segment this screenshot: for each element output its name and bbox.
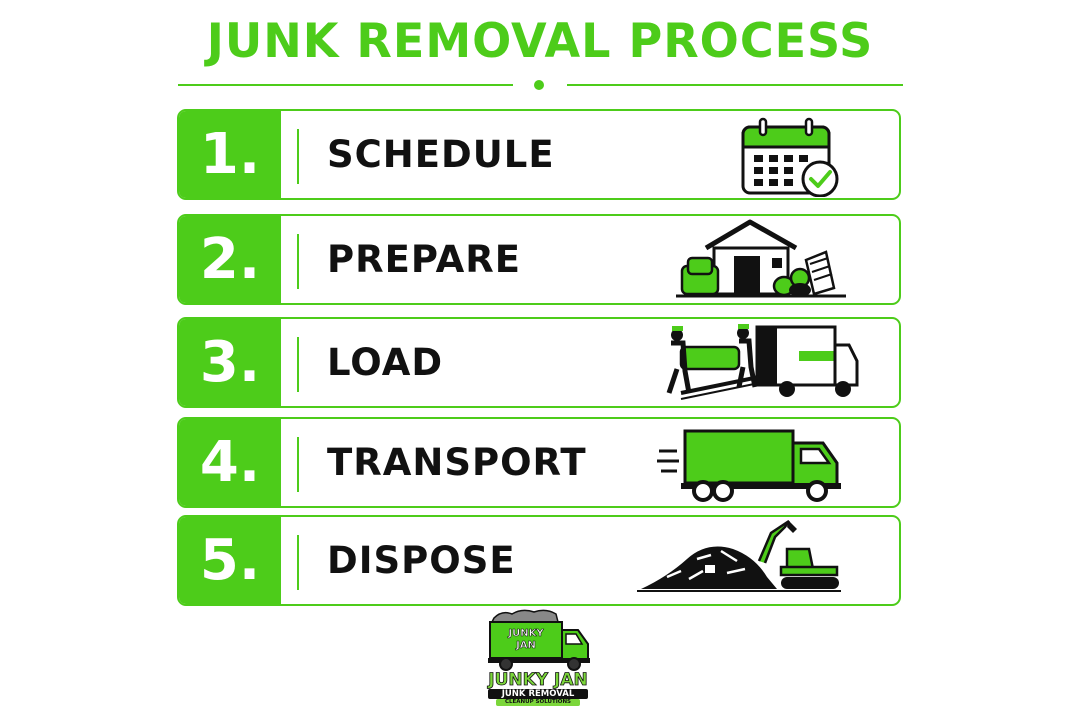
house-with-junk-icon (676, 219, 846, 298)
step-separator (297, 437, 299, 492)
step-number: 2. (179, 216, 281, 303)
brand-logo: JUNKY JAN JUNKY JAN JUNK REMOVAL CLEANUP… (482, 608, 594, 708)
excavator-junk-pile-icon (637, 519, 841, 592)
step-label: LOAD (327, 341, 444, 384)
step-3-card: 3. LOAD (177, 317, 901, 408)
logo-subtagline: CLEANUP SOLUTIONS (496, 699, 580, 706)
step-number: 4. (179, 419, 281, 506)
step-1-card: 1. SCHEDULE (177, 109, 901, 200)
logo-truck-text-line2: JAN (515, 640, 536, 651)
step-4-card: 4. TRANSPORT (177, 417, 901, 508)
step-label: PREPARE (327, 238, 522, 281)
step-label: DISPOSE (327, 539, 516, 582)
step-separator (297, 234, 299, 289)
page-title: JUNK REMOVAL PROCESS (206, 14, 874, 69)
logo-truck-icon: JUNKY JAN (488, 609, 590, 671)
logo-name: JUNKY JAN (488, 670, 588, 690)
movers-loading-truck-icon (666, 324, 859, 400)
step-5-card: 5. DISPOSE (177, 515, 901, 606)
calendar-check-icon (741, 117, 839, 197)
logo-tagline: JUNK REMOVAL (488, 689, 588, 699)
moving-truck-icon (657, 429, 841, 502)
title-divider-dot (534, 80, 544, 90)
logo-truck-text-line1: JUNKY (507, 628, 544, 639)
step-number: 5. (179, 517, 281, 604)
step-label: TRANSPORT (327, 441, 587, 484)
step-2-card: 2. PREPARE (177, 214, 901, 305)
step-number: 3. (179, 319, 281, 406)
step-separator (297, 337, 299, 392)
step-number: 1. (179, 111, 281, 198)
title-divider-right (567, 84, 903, 86)
title-divider-left (178, 84, 513, 86)
step-label: SCHEDULE (327, 133, 555, 176)
step-separator (297, 129, 299, 184)
step-separator (297, 535, 299, 590)
